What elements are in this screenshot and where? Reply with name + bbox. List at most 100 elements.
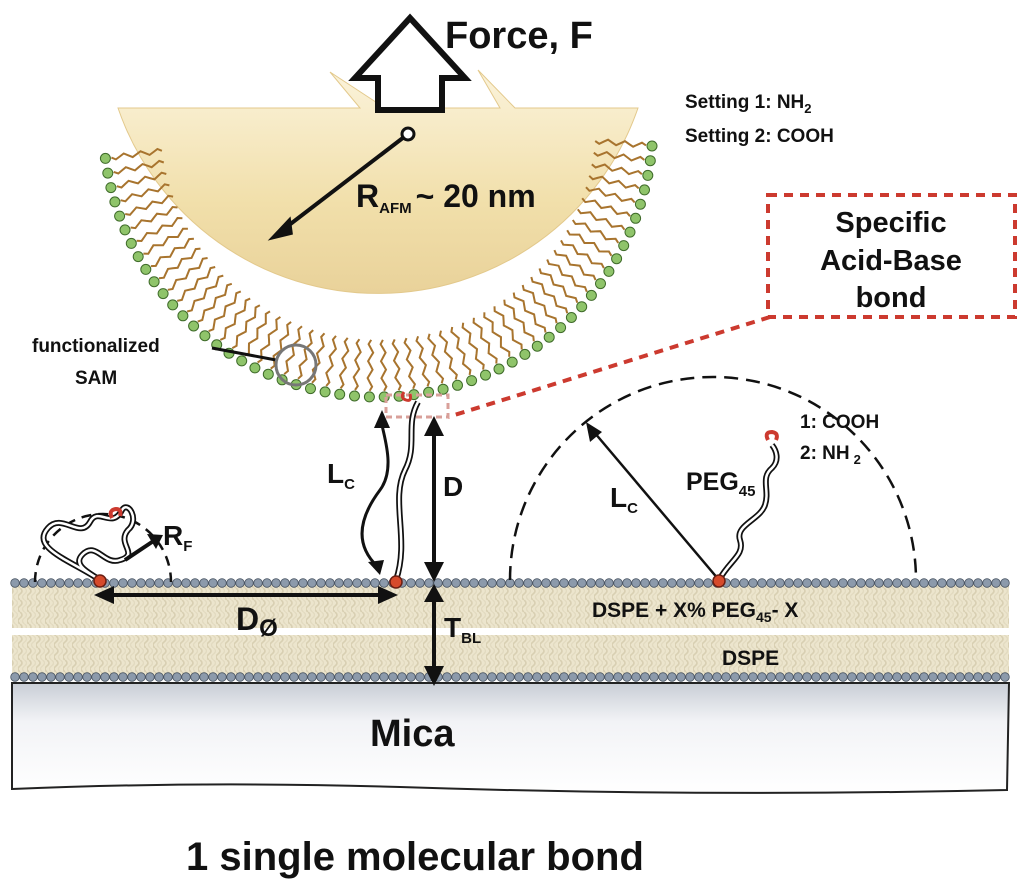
bilayer-headgroup <box>910 578 920 588</box>
sam-headgroup <box>102 167 114 179</box>
bilayer-headgroup <box>712 672 722 682</box>
bilayer-headgroup <box>919 672 929 682</box>
bilayer-headgroup <box>37 672 47 682</box>
sam-chain <box>538 268 579 304</box>
sam-chain <box>483 312 511 357</box>
bilayer-headgroup <box>568 578 578 588</box>
bilayer-headgroup <box>883 578 893 588</box>
bilayer-headgroup <box>919 578 929 588</box>
bilayer-headgroup <box>775 672 785 682</box>
bilayer-headgroup <box>64 578 74 588</box>
sam-headgroup <box>199 330 211 342</box>
bilayer-headgroup <box>811 578 821 588</box>
sam-chain <box>167 257 208 291</box>
bilayer-headgroup <box>415 672 425 682</box>
bilayer-headgroup <box>19 672 29 682</box>
bilayer-headgroup <box>154 578 164 588</box>
tbl-label: TBL <box>444 612 481 647</box>
radius-arrow <box>267 126 416 241</box>
bilayer-headgroup <box>541 672 551 682</box>
sam-label-line2: SAM <box>75 368 117 389</box>
bilayer-headgroup <box>388 672 398 682</box>
bilayer-headgroup <box>478 672 488 682</box>
bilayer-headgroup <box>406 672 416 682</box>
bilayer-headgroup <box>613 672 623 682</box>
bilayer-headgroup <box>667 578 677 588</box>
bilayer-headgroup <box>118 672 128 682</box>
sam-chain <box>244 310 271 357</box>
sam-headgroup <box>109 196 121 208</box>
bilayer-headgroup <box>1000 672 1010 682</box>
sam-headgroup <box>305 383 316 395</box>
bilayer-headgroup <box>505 672 515 682</box>
bilayer-headgroup <box>487 672 497 682</box>
bilayer-headgroup <box>793 672 803 682</box>
sam-chain <box>585 186 636 204</box>
bilayer-headgroup <box>757 578 767 588</box>
sam-chain <box>591 163 643 176</box>
sam-chain <box>120 183 170 203</box>
bilayer-headgroup <box>856 672 866 682</box>
sam-chain <box>503 299 535 342</box>
bilayer-headgroup <box>172 578 182 588</box>
sam-headgroup <box>157 288 169 300</box>
bilayer-headgroup <box>217 578 227 588</box>
bilayer-headgroup <box>316 672 326 682</box>
sam-chain <box>257 316 281 364</box>
bilayer-headgroup <box>631 578 641 588</box>
sam-headgroup <box>452 379 463 391</box>
bilayer-headgroup <box>280 672 290 682</box>
bilayer-headgroup <box>838 672 848 682</box>
bilayer-headgroup <box>685 672 695 682</box>
bilayer-headgroup <box>955 578 965 588</box>
bilayer-headgroup <box>559 672 569 682</box>
bilayer-headgroup <box>658 578 668 588</box>
bilayer-headgroup <box>883 672 893 682</box>
bilayer-headgroup <box>469 578 479 588</box>
sam-headgroup <box>236 355 248 367</box>
bilayer-headgroup <box>811 672 821 682</box>
sam-chain <box>415 335 431 387</box>
bilayer-headgroups-bottom <box>10 672 1010 682</box>
bilayer-headgroup <box>523 672 533 682</box>
bilayer-headgroup <box>325 672 335 682</box>
bilayer-headgroup <box>217 672 227 682</box>
bilayer-headgroup <box>379 578 389 588</box>
sam-headgroup <box>125 237 137 249</box>
bilayer-headgroup <box>334 578 344 588</box>
bilayer-headgroup <box>316 578 326 588</box>
bilayer-headgroup <box>262 672 272 682</box>
bilayer-headgroup <box>208 578 218 588</box>
sam-headgroup <box>480 369 491 381</box>
top-layer-label: DSPE + X% PEG45- X <box>592 599 798 625</box>
bilayer-headgroup <box>865 578 875 588</box>
bond-callout-line1: Specific <box>835 207 946 239</box>
bilayer-headgroup <box>307 672 317 682</box>
bilayer-headgroup <box>253 672 263 682</box>
sam-headgroup <box>167 299 179 311</box>
sam-chain <box>158 247 201 280</box>
sam-chain <box>560 239 605 269</box>
bilayer-headgroup <box>694 578 704 588</box>
bilayer-headgroup <box>352 672 362 682</box>
bilayer-headgroup <box>190 578 200 588</box>
sam-headgroup <box>119 224 131 236</box>
bilayer-headgroup <box>253 578 263 588</box>
bilayer-headgroup <box>1000 578 1010 588</box>
bilayer-headgroup <box>946 672 956 682</box>
bilayer-headgroup <box>19 578 29 588</box>
sam-headgroup <box>630 212 642 224</box>
bilayer-headgroup <box>55 672 65 682</box>
bilayer-headgroup <box>181 672 191 682</box>
sam-headgroup <box>188 320 200 332</box>
sam-chain <box>113 159 165 175</box>
bilayer-headgroup <box>550 578 560 588</box>
bilayer-headgroup <box>982 672 992 682</box>
bilayer-headgroup <box>10 672 20 682</box>
sam-chain <box>588 175 640 190</box>
bilayer-headgroup <box>361 578 371 588</box>
bilayer-headgroup <box>307 578 317 588</box>
sam-chain <box>521 284 558 324</box>
bilayer-headgroup <box>127 578 137 588</box>
sam-headgroups <box>99 140 658 403</box>
